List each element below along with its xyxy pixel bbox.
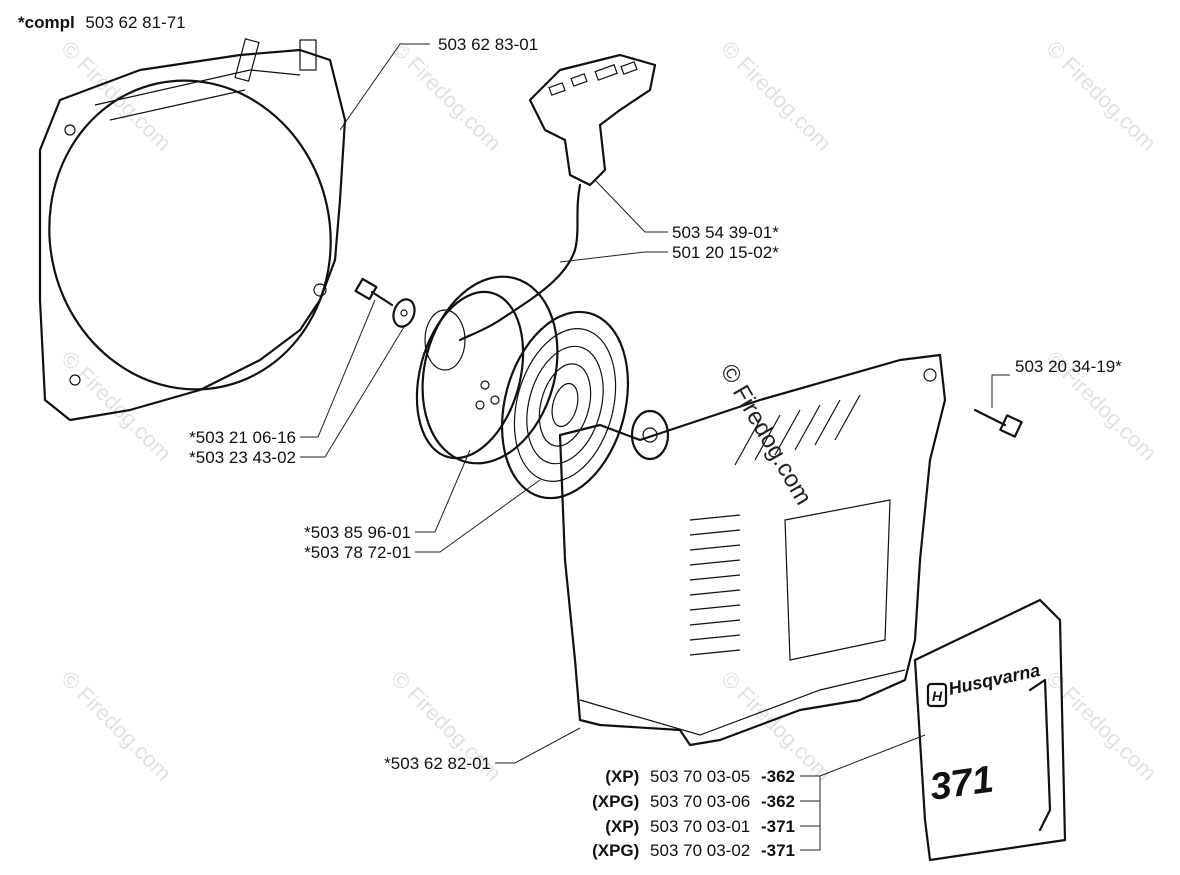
decal-logo-mark: H xyxy=(932,688,943,704)
compl-number: 503 62 81-71 xyxy=(85,13,185,32)
label-pulley: *503 85 96-01 xyxy=(304,523,411,542)
decal-drawing: H Husqvarna 371 xyxy=(913,598,1067,862)
starter-handle-drawing xyxy=(458,53,657,342)
compl-label: *compl 503 62 81-71 xyxy=(18,13,186,32)
fan-housing-drawing xyxy=(38,38,347,422)
watermark: © Firedog.com xyxy=(1041,666,1161,786)
watermark: © Firedog.com xyxy=(716,36,836,156)
variant-row: (XP) 503 70 03-05 -362 xyxy=(605,767,795,786)
variant-row: (XPG) 503 70 03-06 -362 xyxy=(592,792,795,811)
left-screw-drawing xyxy=(354,277,416,328)
label-screw-right: 503 20 34-19* xyxy=(1015,357,1122,376)
label-washer: *503 23 43-02 xyxy=(189,448,296,467)
decal-brand: Husqvarna xyxy=(947,660,1042,699)
label-spring: *503 78 72-01 xyxy=(304,543,411,562)
variant-row: (XPG) 503 70 03-02 -371 xyxy=(592,841,795,860)
compl-prefix: *compl xyxy=(18,13,75,32)
label-rope: 501 20 15-02* xyxy=(672,243,779,262)
variant-row: (XP) 503 70 03-01 -371 xyxy=(605,817,795,836)
label-fan-housing: 503 62 83-01 xyxy=(438,35,538,54)
decal-model: 371 xyxy=(927,758,996,808)
pulley-drawing xyxy=(415,275,559,465)
cover-vent-slots xyxy=(689,394,861,656)
watermark: © Firedog.com xyxy=(56,666,176,786)
label-handle: 503 54 39-01* xyxy=(672,223,779,242)
spring-drawing xyxy=(500,310,670,500)
label-screw-left: *503 21 06-16 xyxy=(189,428,296,447)
leader-lines xyxy=(300,43,1010,851)
watermark: © Firedog.com xyxy=(56,36,176,156)
watermark-overlay: © Firedog.com xyxy=(715,360,817,510)
label-cover: *503 62 82-01 xyxy=(384,754,491,773)
right-screw-drawing xyxy=(973,408,1023,438)
starter-cover-drawing xyxy=(558,353,947,747)
watermark: © Firedog.com xyxy=(1041,36,1161,156)
